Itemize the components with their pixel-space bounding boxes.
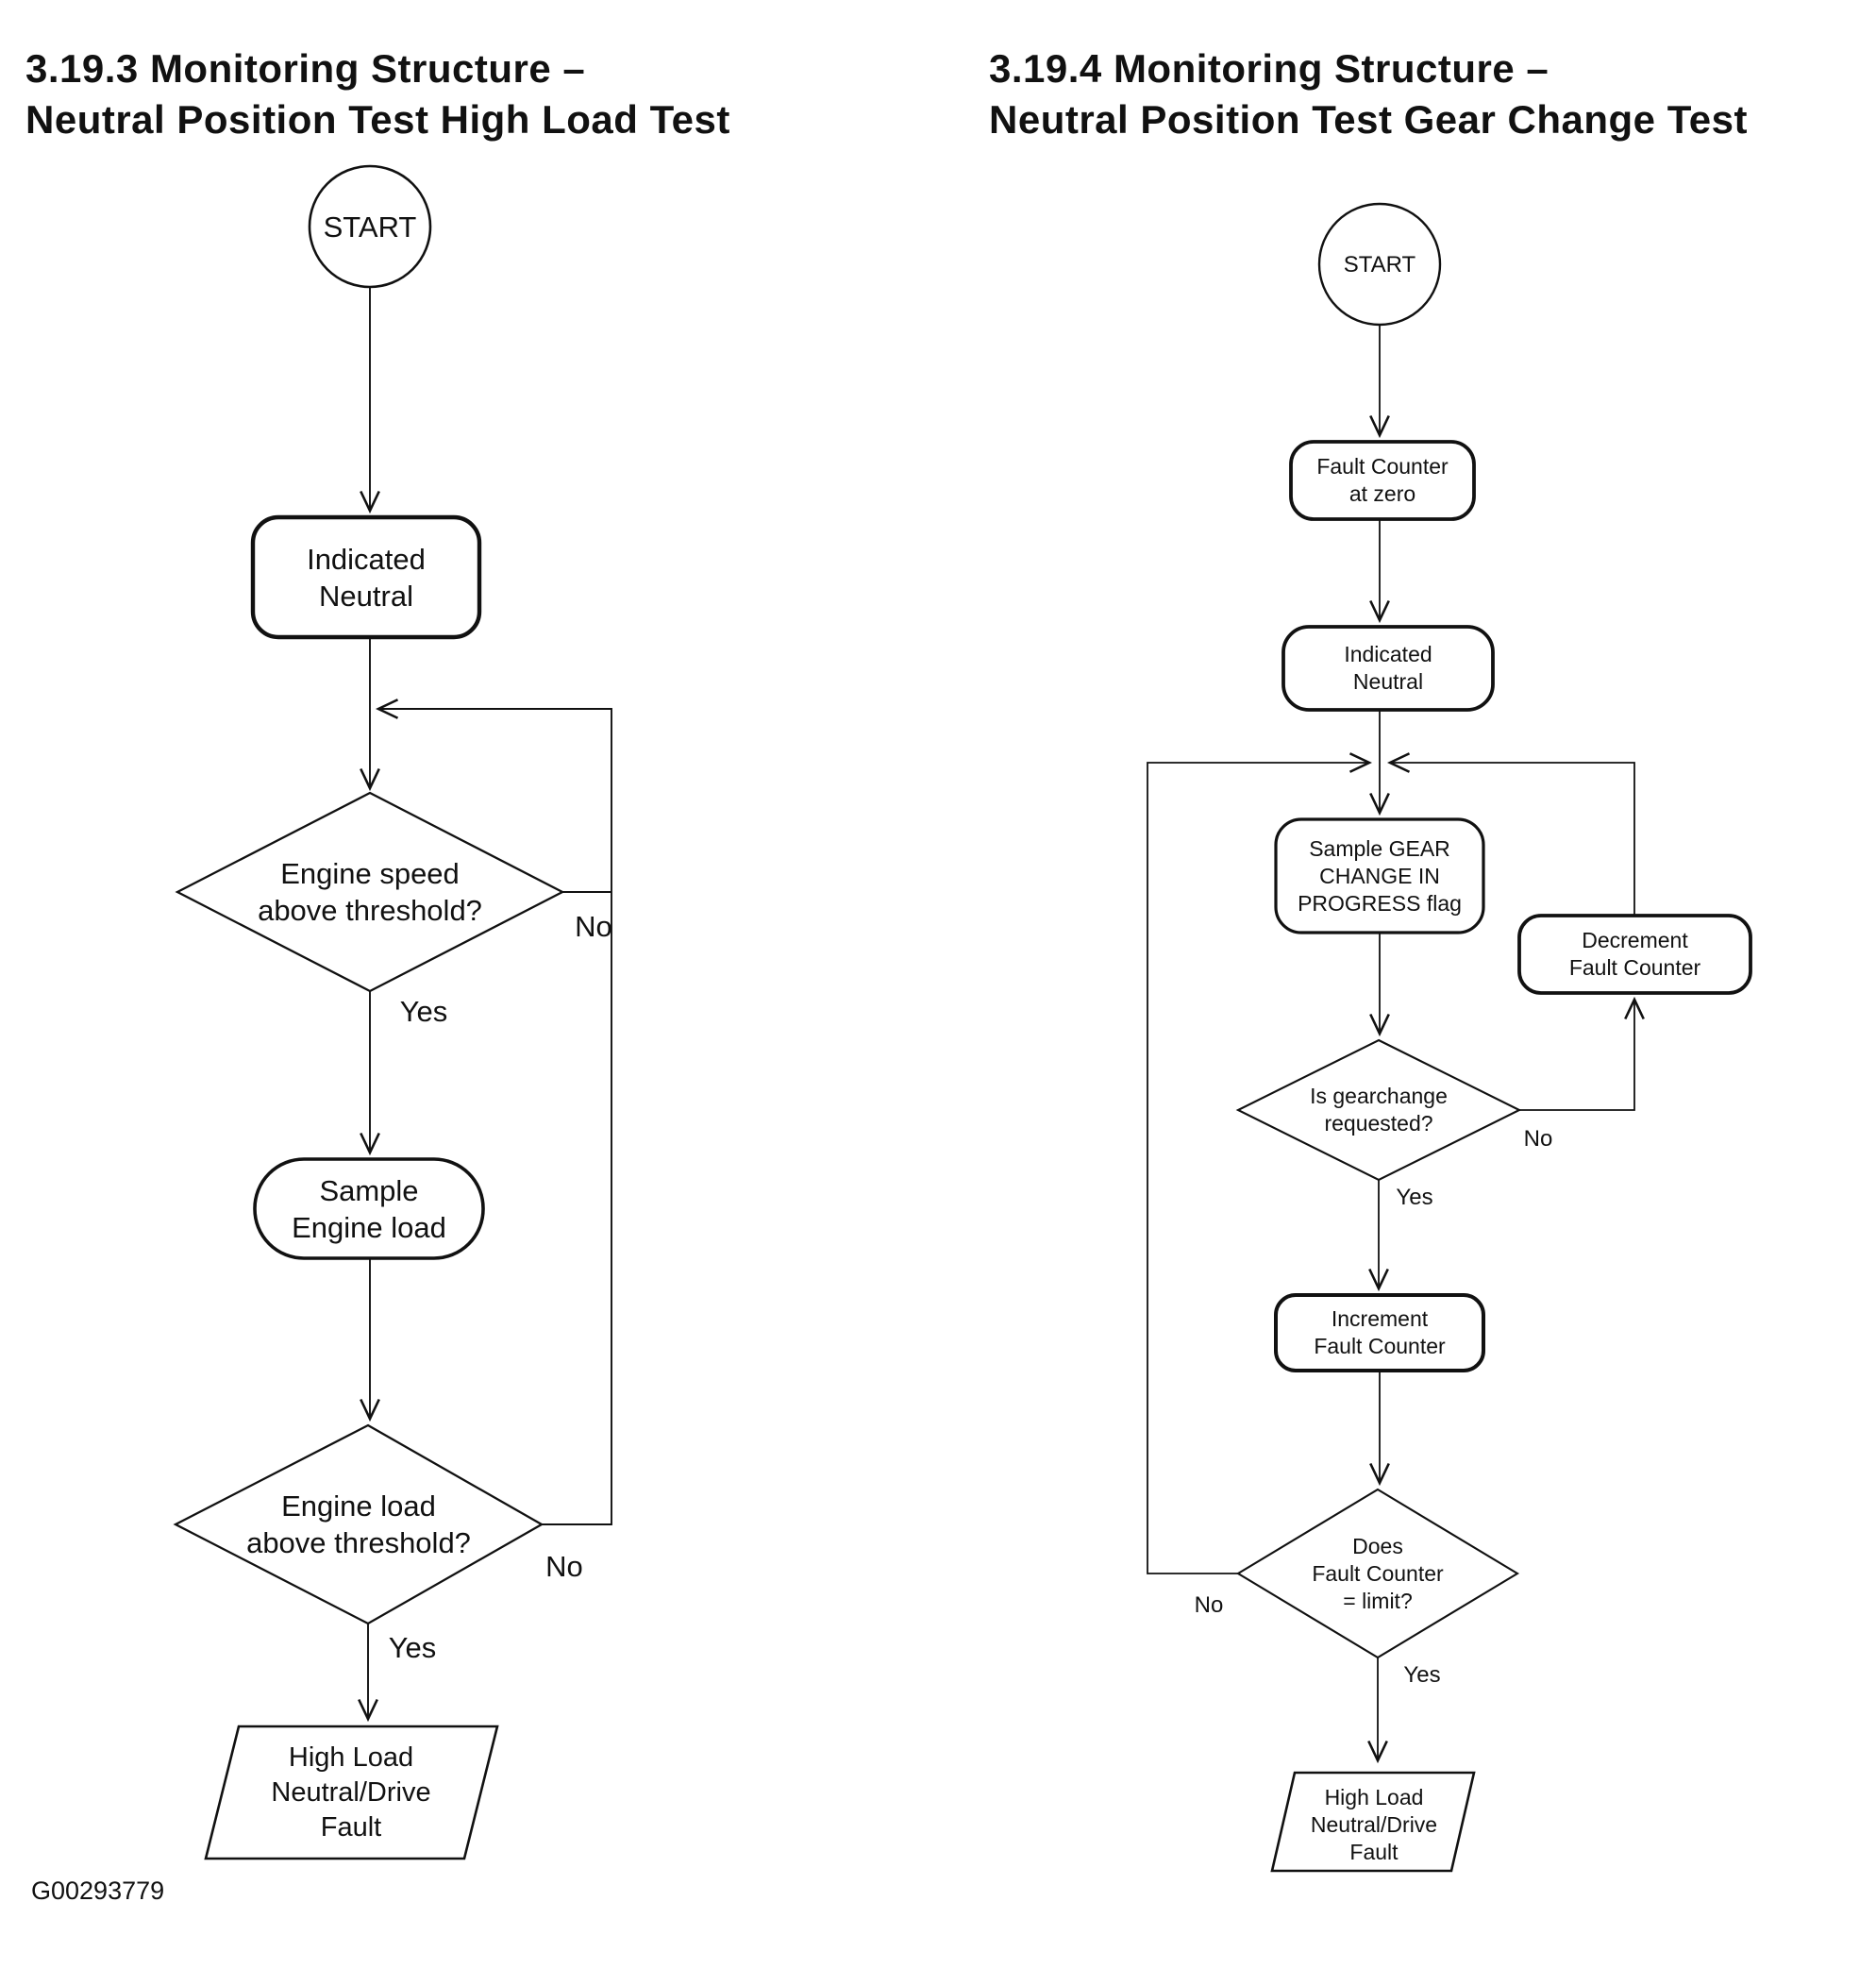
left-engine-load-decision-label: Engine load above threshold? (246, 1489, 471, 1559)
left-chart-title: 3.19.3 Monitoring Structure – Neutral Po… (25, 43, 730, 145)
right-increment-fault-counter-label: Increment Fault Counter (1314, 1306, 1446, 1358)
left-load-no-label: No (545, 1550, 583, 1583)
right-fault-output-label: High Load Neutral/Drive Fault (1310, 1784, 1438, 1864)
right-title-line2: Neutral Position Test Gear Change Test (989, 97, 1748, 142)
right-decrement-feedback-loop (1386, 752, 1635, 916)
right-limit-no-label: No (1194, 1591, 1224, 1618)
left-title-line2: Neutral Position Test High Load Test (25, 97, 730, 142)
right-decrement-fault-counter-box (1517, 914, 1752, 995)
right-title-line1: 3.19.4 Monitoring Structure – (989, 46, 1549, 91)
left-indicated-neutral-label: Indicated Neutral (307, 542, 426, 613)
right-gearchange-no-label: No (1523, 1125, 1553, 1152)
right-start-label: START (1343, 251, 1416, 278)
right-limit-yes-label: Yes (1403, 1661, 1441, 1688)
figure-id-label: G00293779 (31, 1876, 165, 1905)
right-fault-output-parallelogram (1270, 1771, 1476, 1873)
left-no-feedback-loop (375, 698, 612, 1525)
left-start-label: START (323, 210, 417, 244)
left-fault-output-label: High Load Neutral/Drive Fault (271, 1742, 431, 1843)
left-load-yes-label: Yes (388, 1631, 437, 1664)
right-gearchange-yes-label: Yes (1396, 1184, 1433, 1210)
left-engine-speed-decision-label: Engine speed above threshold? (258, 857, 482, 927)
left-fault-output-parallelogram (204, 1725, 499, 1860)
left-title-line1: 3.19.3 Monitoring Structure – (25, 46, 586, 91)
left-speed-yes-label: Yes (399, 995, 448, 1028)
right-gearchange-no-to-decrement (1519, 996, 1645, 1111)
left-sample-engine-load-box (253, 1157, 485, 1260)
right-sample-gear-flag-label: Sample GEAR CHANGE IN PROGRESS flag (1298, 835, 1462, 916)
right-decrement-fault-counter-label: Decrement Fault Counter (1568, 928, 1701, 980)
left-speed-no-label: No (575, 910, 612, 943)
left-sample-engine-load-label: Sample Engine load (292, 1173, 446, 1244)
right-gearchange-decision-label: Is gearchange requested? (1310, 1084, 1448, 1136)
right-indicated-neutral-box (1281, 625, 1495, 712)
right-fault-counter-zero-label: Fault Counter at zero (1316, 454, 1449, 506)
right-fault-counter-zero-box (1289, 440, 1476, 521)
right-limit-no-feedback-loop (1147, 752, 1373, 1574)
right-fault-counter-limit-label: Does Fault Counter = limit? (1312, 1533, 1444, 1613)
right-indicated-neutral-label: Indicated Neutral (1344, 642, 1432, 694)
right-chart-title: 3.19.4 Monitoring Structure – Neutral Po… (989, 43, 1748, 145)
left-indicated-neutral-box (250, 514, 482, 640)
